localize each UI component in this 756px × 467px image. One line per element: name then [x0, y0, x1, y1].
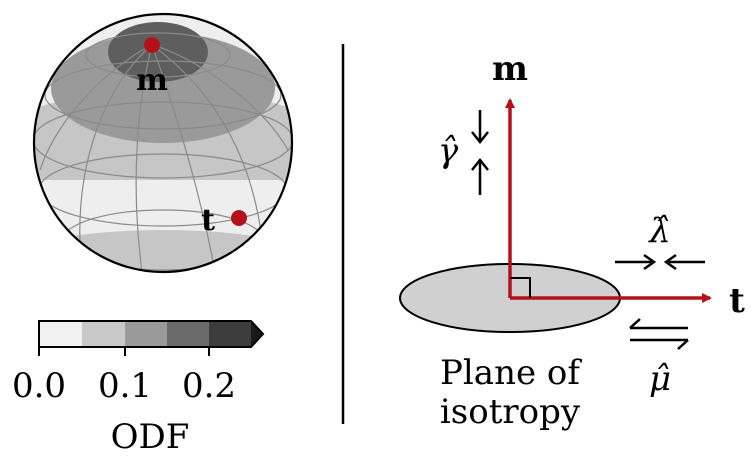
- marker-m: [144, 37, 160, 53]
- sphere-label-t: t: [201, 203, 215, 238]
- marker-t: [231, 210, 247, 226]
- colorbar-swatch-0: [39, 321, 82, 347]
- axis-t-label: t: [729, 281, 745, 321]
- sphere-label-m: m: [136, 63, 168, 98]
- plane-label-line2: isotropy: [440, 392, 581, 432]
- colorbar-ticklabel-2: 0.2: [182, 366, 236, 406]
- colorbar: 0.0 0.1 0.2 ODF: [12, 320, 265, 457]
- mu-arrows: [629, 318, 689, 350]
- sphere-outline: [32, 12, 294, 274]
- gamma-arrows: [471, 110, 489, 195]
- gamma-label: γ̂: [438, 131, 459, 171]
- sphere-band-light: [34, 180, 292, 230]
- colorbar-extend-arrow: [251, 321, 263, 347]
- colorbar-swatch-1: [82, 321, 125, 347]
- colorbar-swatch-2: [125, 321, 167, 347]
- colorbar-swatch-4: [209, 321, 251, 347]
- sphere-bands: [34, 14, 292, 272]
- right-angle-mark: [510, 277, 531, 298]
- colorbar-swatch-3: [167, 321, 209, 347]
- plane-label-line1: Plane of: [440, 353, 582, 393]
- colorbar-label: ODF: [111, 417, 190, 457]
- lambda-arrows: [615, 253, 705, 271]
- axis-m-label: m: [492, 49, 528, 89]
- colorbar-outline: [38, 320, 265, 348]
- odf-sphere: m t: [32, 12, 294, 274]
- sphere-band-highest: [108, 22, 208, 82]
- schematic: m t γ̂ λ̂ μ̂ Plane of isotropy: [399, 49, 745, 432]
- lambda-label: λ̂: [647, 211, 671, 251]
- sphere-band-bottom: [34, 230, 292, 272]
- mu-label: μ̂: [649, 359, 671, 399]
- colorbar-ticklabel-1: 0.1: [98, 366, 152, 406]
- colorbar-ticklabel-0: 0.0: [12, 366, 66, 406]
